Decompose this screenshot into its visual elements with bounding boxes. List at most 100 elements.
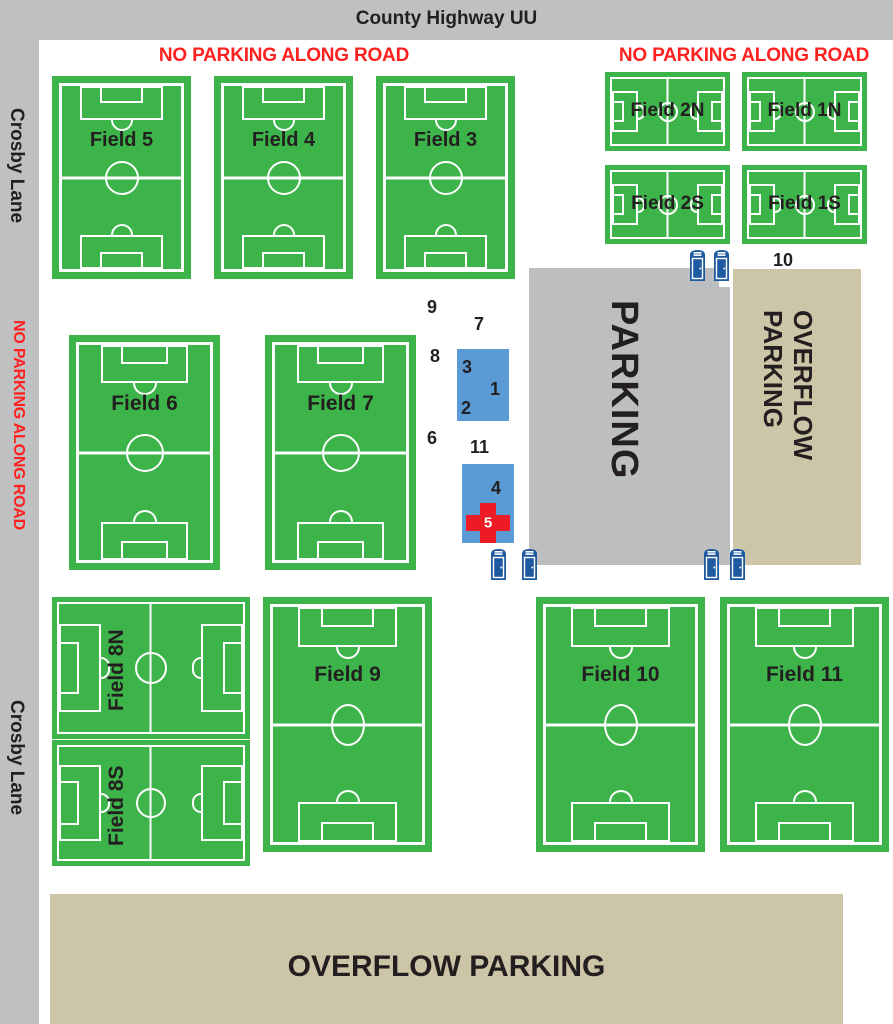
first-aid-cross-icon: 5 bbox=[466, 503, 510, 543]
goal-box-south bbox=[321, 822, 374, 842]
center-circle bbox=[135, 652, 167, 684]
goal-box-west bbox=[612, 101, 624, 122]
field-5[interactable]: Field 5 bbox=[52, 76, 191, 279]
field-7[interactable]: Field 7 bbox=[265, 335, 416, 570]
penalty-arc-south bbox=[335, 790, 360, 802]
building-north[interactable] bbox=[457, 349, 509, 421]
field-3-pitch bbox=[383, 83, 508, 272]
warning-no-parking-top-right: NO PARKING ALONG ROAD bbox=[618, 45, 870, 66]
parking-lot-overflow-right-label-line2: PARKING bbox=[758, 310, 788, 428]
field-1s-label: Field 1S bbox=[768, 193, 841, 214]
parking-lot-main bbox=[529, 268, 719, 565]
parking-lot-overflow-right-label-line1: OVERFLOW bbox=[788, 310, 818, 461]
penalty-arc-south bbox=[132, 510, 157, 522]
field-8s[interactable]: Field 8S bbox=[52, 740, 250, 866]
field-1n-pitch bbox=[747, 77, 862, 146]
center-circle bbox=[104, 160, 139, 195]
field-9[interactable]: Field 9 bbox=[263, 597, 432, 852]
field-4[interactable]: Field 4 bbox=[214, 76, 353, 279]
goal-box-north bbox=[317, 345, 364, 364]
field-5-label: Field 5 bbox=[89, 129, 154, 151]
road-label-county-highway-uu: County Highway UU bbox=[355, 8, 538, 29]
field-8n-pitch bbox=[57, 602, 245, 734]
cross-bar-vertical bbox=[480, 503, 496, 543]
field-11-label: Field 11 bbox=[765, 663, 844, 686]
field-3[interactable]: Field 3 bbox=[376, 76, 515, 279]
penalty-arc-north bbox=[608, 647, 633, 659]
field-6-pitch bbox=[76, 342, 213, 563]
parking-lot-overflow-right bbox=[733, 269, 861, 565]
penalty-arc-south bbox=[434, 224, 457, 235]
field-8s-pitch bbox=[57, 745, 245, 861]
building-number-1: 1 bbox=[490, 379, 501, 399]
road-county-highway-uu bbox=[0, 0, 893, 40]
field-2n-label: Field 2N bbox=[630, 100, 705, 121]
penalty-arc-south bbox=[272, 224, 295, 235]
field-4-label: Field 4 bbox=[251, 129, 316, 151]
portable-toilet-icon bbox=[702, 548, 721, 581]
penalty-arc-south bbox=[792, 790, 817, 802]
goal-box-west bbox=[749, 194, 761, 215]
portable-toilet-icon bbox=[520, 548, 539, 581]
parking-lot-main-extension bbox=[700, 287, 730, 565]
building-number-4: 4 bbox=[491, 478, 502, 498]
center-circle bbox=[657, 194, 678, 215]
goal-box-south bbox=[778, 822, 831, 842]
penalty-arc-east bbox=[827, 196, 834, 213]
goal-box-south bbox=[121, 541, 168, 560]
penalty-arc-south bbox=[608, 790, 633, 802]
warning-no-parking-left: NO PARKING ALONG ROAD bbox=[10, 320, 27, 531]
parking-lot-overflow-bottom bbox=[50, 894, 843, 1024]
goal-box-south bbox=[262, 252, 305, 269]
field-5-pitch bbox=[59, 83, 184, 272]
field-1n[interactable]: Field 1N bbox=[742, 72, 867, 151]
penalty-arc-west bbox=[638, 196, 645, 213]
field-3-label: Field 3 bbox=[413, 129, 478, 151]
map-number-6: 6 bbox=[427, 428, 438, 448]
goal-box-south bbox=[100, 252, 143, 269]
field-11[interactable]: Field 11 bbox=[720, 597, 889, 852]
first-aid-number-5: 5 bbox=[483, 514, 493, 532]
map-number-8: 8 bbox=[430, 346, 441, 366]
field-9-pitch bbox=[270, 604, 425, 845]
warning-no-parking-top-left: NO PARKING ALONG ROAD bbox=[158, 45, 410, 66]
goal-box-north bbox=[321, 607, 374, 627]
road-crosby-lane bbox=[0, 0, 39, 1024]
road-label-crosby-lane-upper: Crosby Lane bbox=[6, 108, 27, 224]
goal-box-north bbox=[100, 86, 143, 103]
field-9-label: Field 9 bbox=[314, 663, 381, 686]
penalty-arc-south bbox=[110, 224, 133, 235]
field-2s[interactable]: Field 2S bbox=[605, 165, 730, 244]
penalty-arc-north bbox=[335, 647, 360, 659]
field-8n[interactable]: Field 8N bbox=[52, 597, 250, 739]
center-circle bbox=[428, 160, 463, 195]
penalty-arc-east bbox=[827, 103, 834, 120]
field-2n[interactable]: Field 2N bbox=[605, 72, 730, 151]
map-number-9: 9 bbox=[427, 297, 438, 317]
field-10-pitch bbox=[543, 604, 698, 845]
goal-box-north bbox=[778, 607, 831, 627]
field-10[interactable]: Field 10 bbox=[536, 597, 705, 852]
parking-lot-main-label: PARKING bbox=[603, 300, 645, 480]
center-circle bbox=[125, 433, 164, 472]
field-2s-label: Field 2S bbox=[631, 193, 704, 214]
goal-box-north bbox=[594, 607, 647, 627]
field-2n-pitch bbox=[610, 77, 725, 146]
field-6[interactable]: Field 6 bbox=[69, 335, 220, 570]
goal-box-west bbox=[59, 781, 79, 825]
goal-box-south bbox=[424, 252, 467, 269]
portable-toilet-icon bbox=[489, 548, 508, 581]
goal-box-east bbox=[848, 194, 860, 215]
goal-box-east bbox=[223, 781, 243, 825]
field-8s-label: Field 8S bbox=[105, 765, 128, 846]
penalty-arc-west bbox=[775, 196, 782, 213]
goal-box-east bbox=[711, 101, 723, 122]
field-1s[interactable]: Field 1S bbox=[742, 165, 867, 244]
center-circle bbox=[603, 703, 638, 746]
goal-box-north bbox=[424, 86, 467, 103]
goal-box-south bbox=[594, 822, 647, 842]
field-8n-label: Field 8N bbox=[105, 629, 128, 711]
field-1s-pitch bbox=[747, 170, 862, 239]
goal-box-east bbox=[848, 101, 860, 122]
map-number-11: 11 bbox=[470, 437, 490, 457]
